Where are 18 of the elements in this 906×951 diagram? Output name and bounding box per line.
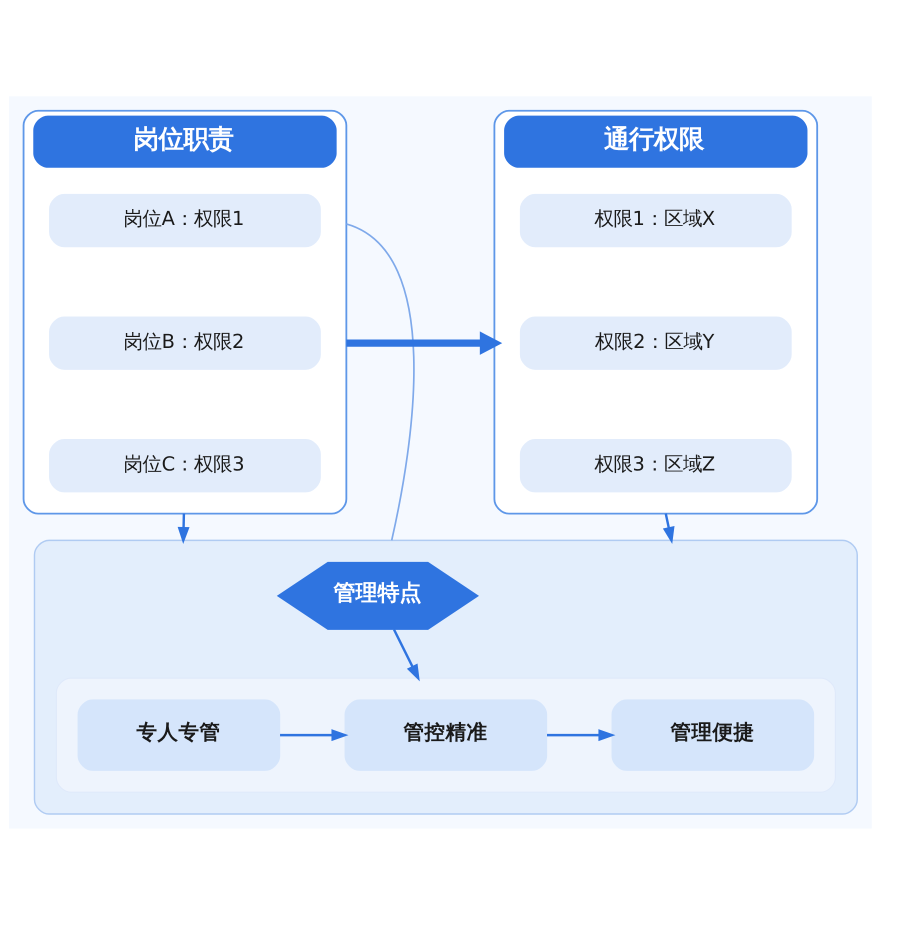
- arrow: [280, 729, 348, 742]
- arrow: [546, 729, 615, 742]
- cluster: [33, 540, 858, 815]
- node-box: 岗位C：权限3: [48, 439, 320, 492]
- arrow: [346, 331, 502, 355]
- node-box: 权限2：区域Y: [519, 316, 792, 370]
- node-box: 岗位A：权限1: [48, 194, 320, 248]
- connector: [345, 223, 414, 541]
- node-box: 管理便捷: [611, 699, 814, 771]
- arrow: [177, 514, 190, 544]
- arrow: [392, 628, 420, 682]
- cluster: [55, 678, 836, 793]
- arrow: [662, 513, 674, 544]
- node-box: 岗位B：权限2: [48, 316, 320, 370]
- node-box: 管控精准: [344, 699, 547, 771]
- node-box: 权限3：区域Z: [519, 439, 792, 492]
- node-box: 专人专管: [77, 699, 280, 771]
- node-box: 权限1：区域X: [519, 194, 792, 248]
